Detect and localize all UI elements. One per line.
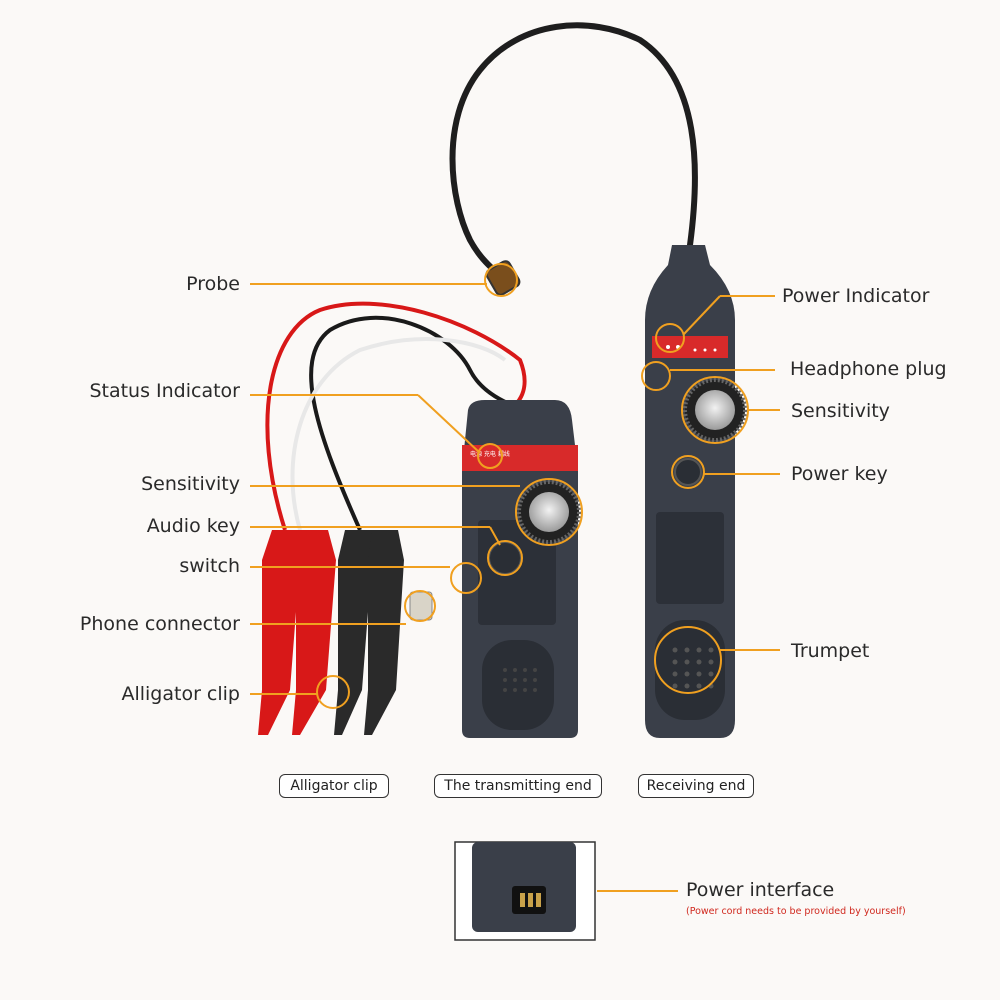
label-status-indicator: Status Indicator: [89, 380, 240, 402]
audio-key-button: [488, 541, 522, 575]
caption-receiving-end: Receiving end: [638, 774, 754, 798]
label-sensitivity-left: Sensitivity: [141, 473, 240, 495]
label-switch: switch: [179, 555, 240, 577]
label-power-key: Power key: [791, 463, 888, 485]
callout-lines: [250, 263, 780, 892]
clip-cables: [265, 301, 527, 531]
label-headphone-plug: Headphone plug: [790, 358, 947, 380]
label-power-indicator: Power Indicator: [782, 285, 930, 307]
power-interface-note: (Power cord needs to be provided by your…: [686, 906, 906, 917]
label-audio-key: Audio key: [146, 515, 240, 537]
transmitter-device: 电源 充电 耦线: [462, 400, 581, 738]
receiver-device: [645, 245, 747, 738]
label-probe: Probe: [186, 273, 240, 295]
label-phone-connector: Phone connector: [79, 613, 240, 635]
red-alligator-clip: [258, 530, 336, 735]
black-alligator-clip: [334, 530, 404, 735]
label-trumpet: Trumpet: [791, 640, 870, 662]
caption-transmitting-end: The transmitting end: [434, 774, 602, 798]
probe-cable: [449, 22, 698, 281]
svg-text:电源 充电 耦线: 电源 充电 耦线: [470, 450, 510, 458]
phone-connector: [409, 591, 433, 621]
label-alligator-clip: Alligator clip: [121, 683, 240, 705]
label-sensitivity-right: Sensitivity: [791, 400, 890, 422]
caption-alligator-clip: Alligator clip: [279, 774, 389, 798]
label-power-interface: Power interface: [686, 879, 835, 901]
power-interface-inset: [454, 841, 596, 941]
